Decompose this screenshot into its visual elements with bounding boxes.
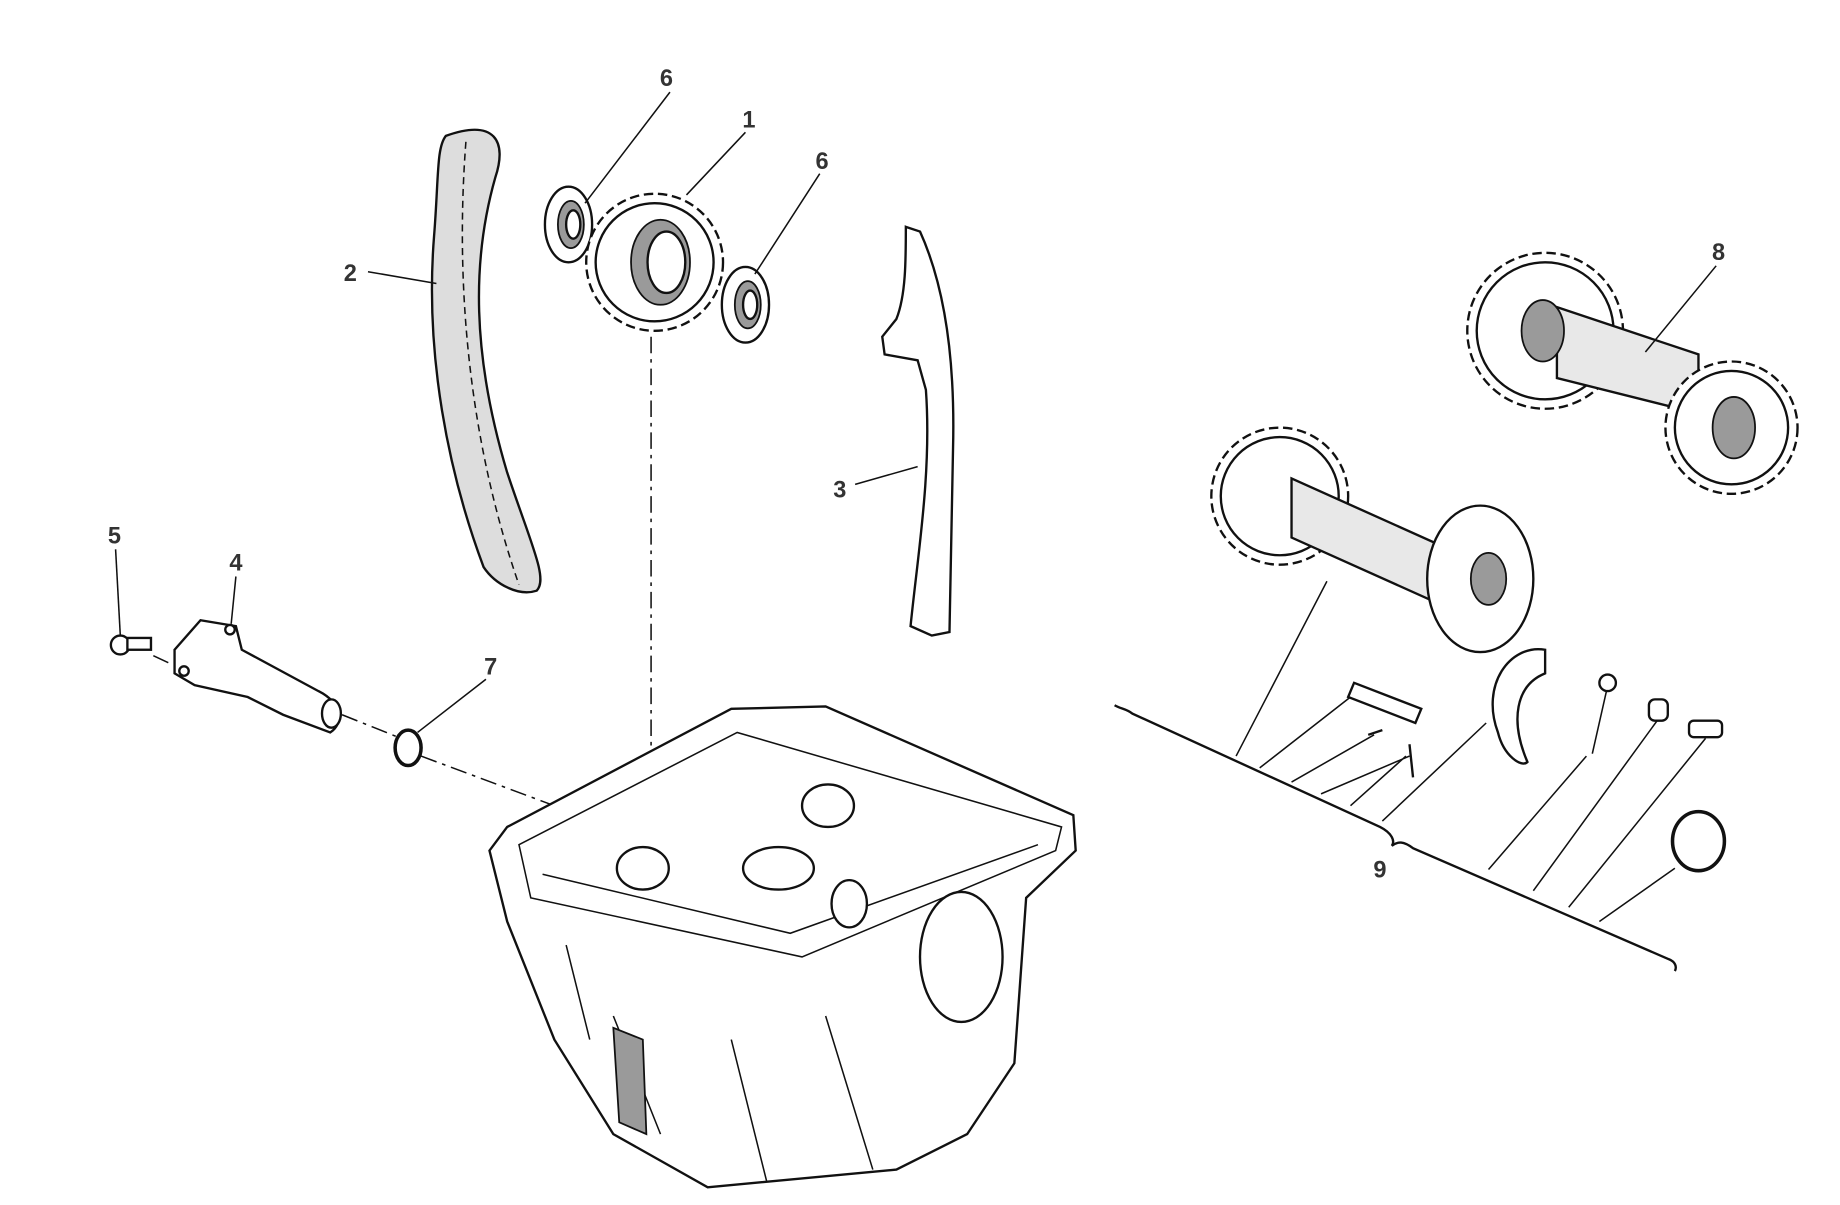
item-9-brace	[1114, 704, 1677, 972]
callout-6: 6	[816, 149, 829, 175]
o-ring	[393, 728, 423, 768]
bolt	[109, 634, 153, 656]
callout-7: 7	[484, 655, 497, 681]
callout-1: 1	[742, 108, 755, 134]
callout-9: 9	[1373, 858, 1386, 884]
timing-chain	[430, 128, 542, 594]
callout-2: 2	[344, 261, 357, 287]
decompressor-parts	[1346, 648, 1727, 873]
callout-8: 8	[1712, 240, 1725, 266]
cam-sprocket	[585, 192, 725, 332]
cylinder-head	[488, 705, 1077, 1189]
callout-4: 4	[229, 551, 242, 577]
bearing-left	[543, 185, 594, 264]
bearing-right	[720, 265, 771, 344]
callout-6: 6	[660, 66, 673, 92]
camshaft-exhaust	[1466, 251, 1799, 495]
chain-guide	[881, 225, 955, 637]
callout-5: 5	[108, 523, 121, 549]
callout-3: 3	[833, 477, 846, 503]
camshaft-intake	[1210, 426, 1535, 654]
leader-lines	[114, 91, 1717, 734]
chain-tensioner	[173, 618, 343, 734]
